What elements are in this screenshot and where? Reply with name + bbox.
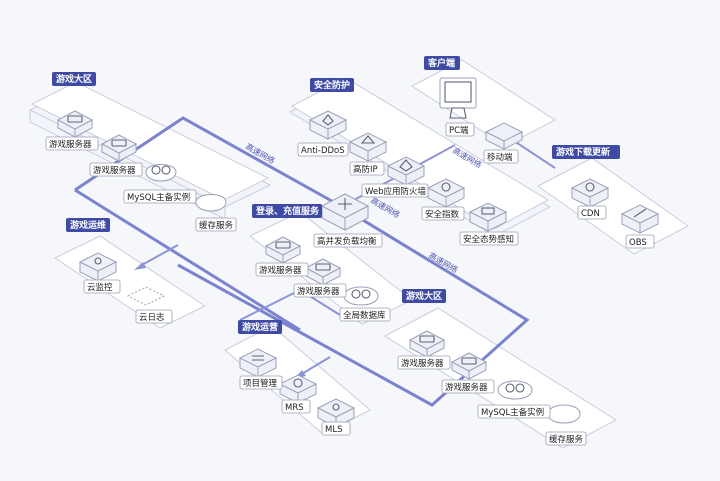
node-label: 缓存服务 (549, 434, 584, 445)
node-label: 项目管理 (243, 378, 278, 389)
zone-badge-client: 客户端 (424, 56, 460, 70)
zone-badge-security: 安全防护 (310, 78, 354, 92)
network-label: 高速网络 (369, 195, 402, 220)
node-label: MySQL主备实例 (127, 192, 190, 203)
node-label: 游戏服务器 (93, 165, 136, 176)
node-label: 安全指数 (425, 209, 460, 220)
waf-icon (386, 156, 426, 186)
cache-icon (195, 194, 227, 212)
node-label: 游戏服务器 (445, 382, 488, 393)
zone-title: 游戏大区 (406, 290, 442, 302)
zone-badge-lobby-top: 游戏大区 (52, 72, 96, 86)
node-label: 游戏服务器 (259, 265, 302, 276)
node-label: 云监控 (87, 282, 113, 293)
node-label: 安全态势感知 (463, 234, 514, 245)
node-label: 游戏服务器 (49, 139, 92, 150)
zone-lobby-bottom (384, 307, 617, 449)
mobile-icon (484, 122, 524, 150)
node-label: 缓存服务 (199, 220, 234, 231)
node-label: 云日志 (139, 312, 165, 323)
node-label: PC端 (449, 125, 469, 136)
zone-badge-ops-maint: 游戏运维 (66, 218, 110, 232)
zone-download (537, 157, 689, 255)
node-label: 游戏服务器 (401, 358, 444, 369)
server-icon (408, 330, 446, 358)
mrs-icon (278, 374, 318, 404)
zone-title: 游戏大区 (56, 73, 92, 85)
server-icon (450, 352, 488, 380)
zone-title: 安全防护 (314, 79, 350, 91)
anti-ddos-icon (308, 110, 348, 140)
mysql-icon (145, 164, 177, 182)
node-label: MySQL主备实例 (481, 407, 544, 418)
zone-badge-ops-run: 游戏运营 (238, 320, 282, 334)
pc-icon (439, 77, 477, 119)
zone-title: 游戏运营 (242, 321, 278, 333)
node-label: MRS (285, 403, 304, 413)
node-label: 高并发负载均衡 (317, 236, 377, 247)
zone-badge-login: 登录、充值服务 (252, 204, 322, 218)
mysql-icon (497, 380, 533, 400)
situation-awareness-icon (468, 202, 508, 232)
zone-title: 登录、充值服务 (255, 205, 320, 217)
node-label: 游戏服务器 (297, 286, 340, 297)
zone-title: 客户端 (427, 57, 455, 69)
server-icon (304, 258, 342, 286)
node-label: 全局数据库 (343, 310, 386, 321)
zone-badge-lobby-bottom: 游戏大区 (402, 289, 446, 303)
server-icon (100, 134, 138, 162)
global-db-icon (343, 286, 379, 306)
node-label: OBS (629, 238, 647, 248)
zone-badge-download: 游戏下载更新 (552, 145, 620, 159)
zone-title: 游戏下载更新 (556, 146, 610, 158)
cache-icon (547, 404, 581, 424)
zone-title: 游戏运维 (70, 219, 106, 231)
node-label: MLS (325, 425, 342, 435)
node-label: 移动端 (487, 152, 513, 163)
obs-icon (620, 204, 660, 234)
cdn-icon (570, 178, 610, 208)
zone-ops-maint (53, 235, 207, 329)
node-label: 高防IP (353, 164, 378, 175)
high-defense-ip-icon (348, 132, 388, 162)
node-label: Web应用防火墙 (365, 186, 427, 197)
cloud-log-icon (126, 286, 166, 306)
node-label: Anti-DDoS (301, 146, 345, 156)
node-label: CDN (581, 209, 600, 219)
node-labels: 游戏服务器 游戏服务器 MySQL主备实例 缓存服务 Anti-DDoS 高防I… (45, 122, 655, 446)
